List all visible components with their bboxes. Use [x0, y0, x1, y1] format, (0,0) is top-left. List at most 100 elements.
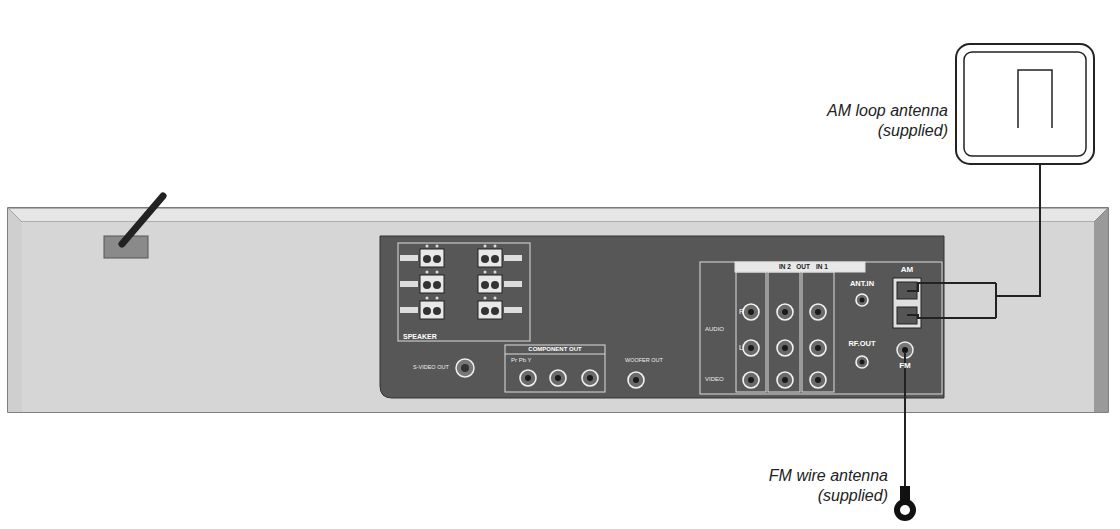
fm-wire-antenna: [900, 486, 910, 500]
panel-label: IN 2: [779, 263, 791, 270]
speaker-terminal: [420, 249, 444, 267]
rca-jack-pin: [748, 309, 754, 315]
terminal-post: [423, 255, 431, 263]
terminal-dot: [484, 245, 487, 248]
panel-label: RF.OUT: [848, 340, 875, 348]
rca-jack-pin: [782, 309, 788, 315]
am-loop-antenna: [1018, 70, 1052, 128]
rca-jack-pin: [555, 375, 561, 381]
terminal-post: [433, 307, 441, 315]
terminal-dot: [484, 297, 487, 300]
rca-jack-pin: [525, 375, 531, 381]
s-video-jack: [456, 359, 474, 377]
terminal-dot: [494, 271, 497, 274]
fm-wire-antenna: [900, 505, 910, 515]
speaker-terminal: [478, 301, 502, 319]
terminal-post: [481, 255, 489, 263]
rca-jack-pin: [782, 377, 788, 383]
speaker-terminals: [400, 245, 522, 320]
rca-jack-pin: [815, 309, 821, 315]
terminal-dot: [436, 245, 439, 248]
terminal-tag: [504, 307, 522, 313]
rca-jack: [856, 356, 868, 368]
fm-wire-antenna: [904, 352, 906, 492]
power-cord: [104, 196, 163, 258]
rear-panel: [398, 243, 530, 341]
rear-panel: [505, 345, 605, 392]
terminal-post: [433, 281, 441, 289]
rca-jack-pin: [748, 345, 754, 351]
panel-label: COMPONENT OUT: [528, 346, 581, 353]
power-cord: [122, 196, 163, 244]
terminal-dot: [426, 297, 429, 300]
am-loop-antenna: [907, 44, 1094, 318]
am-loop-antenna: [996, 164, 1040, 296]
rca-jack: [550, 370, 566, 386]
fm-wire-antenna: [894, 342, 916, 521]
panel-label: AUDIO: [705, 326, 724, 333]
rca-jack: [743, 372, 759, 388]
terminal-dot: [484, 271, 487, 274]
terminal-dot: [494, 245, 497, 248]
s-video-jack: [456, 359, 474, 377]
rca-jack-pin: [860, 360, 865, 365]
rca-jack: [743, 304, 759, 320]
terminal-post: [491, 255, 499, 263]
panel-label: FM: [899, 362, 911, 371]
rear-panel: [893, 278, 921, 328]
am-loop-antenna: [956, 44, 1094, 164]
rca-jack: [777, 340, 793, 356]
rca-jack-pin: [860, 298, 865, 303]
rca-jack: [810, 372, 826, 388]
speaker-terminal: [478, 249, 502, 267]
rca-jack: [628, 372, 644, 388]
terminal-post: [423, 281, 431, 289]
rear-panel: [736, 272, 766, 392]
rear-panel: [380, 236, 944, 398]
terminal-dot: [426, 271, 429, 274]
rear-panel: [380, 236, 944, 398]
rca-jack: [582, 370, 598, 386]
receiver-body: [8, 208, 1108, 412]
panel-label: S-VIDEO OUT: [413, 364, 449, 370]
s-video-jack: [461, 364, 469, 372]
terminal-post: [481, 307, 489, 315]
terminal-tag: [400, 255, 418, 261]
panel-label: L: [739, 344, 743, 352]
receiver-body: [8, 208, 1108, 412]
speaker-terminal: [478, 275, 502, 293]
receiver-body: [8, 208, 1108, 222]
am-loop-antenna: [964, 52, 1086, 156]
am-loop-antenna: [995, 283, 997, 318]
rca-jack-pin: [815, 345, 821, 351]
terminal-post: [481, 281, 489, 289]
terminal-tag: [504, 255, 522, 261]
terminal-dot: [494, 297, 497, 300]
panel-label: WOOFER OUT: [625, 357, 663, 363]
part-caption: FM wire antenna (supplied): [756, 466, 888, 506]
terminal-dot: [436, 271, 439, 274]
terminal-post: [491, 307, 499, 315]
rca-jack: [810, 340, 826, 356]
rear-panel: [802, 272, 834, 392]
receiver-body: [1094, 208, 1108, 412]
terminal-tag: [504, 281, 522, 287]
rca-jack-pin: [815, 377, 821, 383]
panel-label: OUT: [796, 263, 810, 270]
speaker-terminal: [420, 301, 444, 319]
rca-jack-pin: [633, 377, 639, 383]
panel-label: SPEAKER: [403, 333, 437, 341]
rca-jack: [743, 340, 759, 356]
receiver-body: [22, 222, 1094, 412]
rca-jack: [520, 370, 536, 386]
rear-panel: [505, 354, 605, 355]
terminal-post: [491, 281, 499, 289]
rear-panel: [768, 272, 800, 392]
fm-wire-antenna: [894, 499, 916, 521]
rca-jack-pin: [748, 377, 754, 383]
rca-jack-pin: [587, 375, 593, 381]
panel-label: VIDEO: [705, 376, 724, 383]
rca-jacks: [520, 294, 868, 388]
